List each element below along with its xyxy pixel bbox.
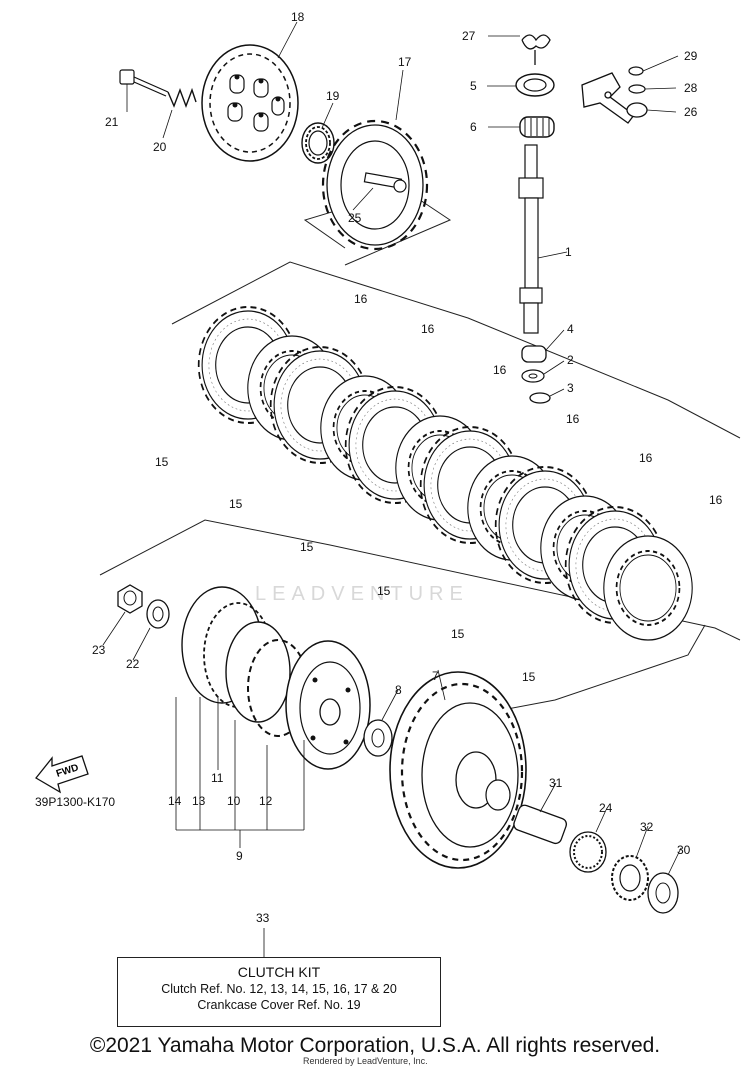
fwd-arrow-icon: FWD	[35, 755, 89, 794]
callout-29: 29	[684, 49, 698, 63]
circlip-3	[529, 392, 551, 404]
callout-6: 6	[470, 120, 477, 134]
callout-27: 27	[462, 29, 476, 43]
callout-32: 32	[640, 820, 654, 834]
callout-15e: 15	[451, 627, 465, 641]
kit-crankcase-refs: Crankcase Cover Ref. No. 19	[197, 998, 361, 1012]
callout-4: 4	[567, 322, 574, 336]
callout-14: 14	[168, 794, 182, 808]
clutch-bolt	[119, 69, 169, 97]
callout-15a: 15	[155, 455, 169, 469]
clutch-boss	[181, 586, 371, 770]
callout-30: 30	[677, 843, 691, 857]
callout-labels: 1 2 3 4 5 6 7 8 9 10 11 12 13 14 15 15 1…	[92, 10, 723, 925]
callout-15c: 15	[300, 540, 314, 554]
callout-16b: 16	[421, 322, 435, 336]
callout-2: 2	[567, 353, 574, 367]
callout-12: 12	[259, 794, 273, 808]
callout-16c: 16	[493, 363, 507, 377]
bushing-26	[626, 102, 648, 118]
clutch-spring	[167, 87, 197, 108]
lock-washer-22	[146, 599, 170, 629]
washer-28	[628, 84, 646, 94]
callout-23: 23	[92, 643, 106, 657]
callout-16f: 16	[709, 493, 723, 507]
thrust-washer-8	[363, 719, 393, 757]
washer-30	[647, 872, 679, 914]
callout-15d: 15	[377, 584, 391, 598]
callout-5: 5	[470, 79, 477, 93]
callout-16e: 16	[639, 451, 653, 465]
bearing-4	[521, 345, 547, 363]
callout-3: 3	[567, 381, 574, 395]
callout-7: 7	[432, 669, 439, 683]
kit-title: CLUTCH KIT	[237, 964, 321, 980]
callout-24: 24	[599, 801, 613, 815]
return-spring	[521, 34, 551, 65]
washer-2	[521, 369, 545, 383]
callout-19: 19	[326, 89, 340, 103]
leader-lines	[102, 21, 682, 957]
rendered-by: Rendered by LeadVenture, Inc.	[300, 1056, 431, 1066]
callout-33: 33	[256, 911, 270, 925]
callout-15b: 15	[229, 497, 243, 511]
kick-driven-gear	[611, 855, 649, 901]
callout-18: 18	[291, 10, 305, 24]
reference-code: 39P1300-K170	[35, 795, 115, 809]
needle-bearing-24	[569, 831, 607, 873]
callout-31: 31	[549, 776, 563, 790]
oil-seal	[515, 73, 555, 97]
callout-16a: 16	[354, 292, 368, 306]
pressure-plate	[201, 44, 299, 162]
copyright-notice: ©2021 Yamaha Motor Corporation, U.S.A. A…	[89, 1034, 661, 1057]
needle-bearing-6	[519, 116, 555, 138]
callout-17: 17	[398, 55, 412, 69]
callout-9: 9	[236, 849, 243, 863]
spacer-collar	[513, 804, 568, 845]
callout-16d: 16	[566, 412, 580, 426]
clutch-housing	[389, 671, 527, 869]
callout-21: 21	[105, 115, 119, 129]
callout-1: 1	[565, 245, 572, 259]
callout-22: 22	[126, 657, 140, 671]
clutch-nut	[117, 584, 143, 614]
callout-13: 13	[192, 794, 206, 808]
callout-26: 26	[684, 105, 698, 119]
callout-15f: 15	[522, 670, 536, 684]
callout-20: 20	[153, 140, 167, 154]
push-rod	[363, 172, 407, 193]
bearing-19	[301, 122, 335, 164]
callout-25: 25	[348, 211, 362, 225]
watermark: LEADVENTURE	[255, 583, 469, 605]
callout-10: 10	[227, 794, 241, 808]
clutch-lever	[581, 72, 635, 124]
friction-plate-17	[321, 119, 429, 251]
kit-clutch-refs: Clutch Ref. No. 12, 13, 14, 15, 16, 17 &…	[161, 982, 397, 996]
push-lever-shaft	[518, 144, 544, 334]
callout-28: 28	[684, 81, 698, 95]
assembly-frame-top	[99, 189, 741, 719]
callout-8: 8	[395, 683, 402, 697]
circlip-29	[628, 66, 644, 76]
clutch-kit-box: CLUTCH KIT Clutch Ref. No. 12, 13, 14, 1…	[117, 957, 441, 1027]
callout-11: 11	[211, 771, 224, 785]
